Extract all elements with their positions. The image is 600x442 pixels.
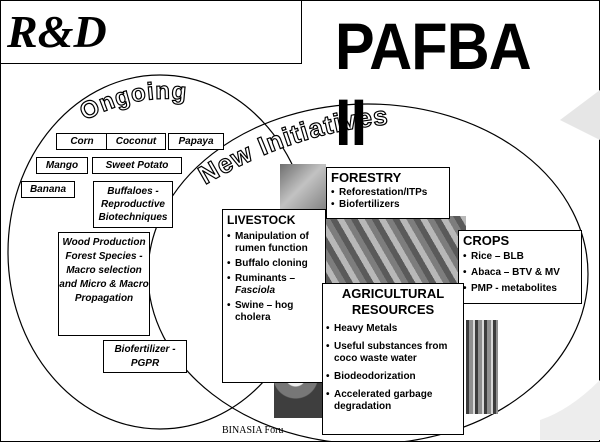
footer-text: BINASIA Foru: [222, 425, 284, 436]
livestock-title: LIVESTOCK: [227, 213, 296, 227]
agri-item: Biodeodorization: [326, 371, 460, 383]
ongoing-item-buffaloes: Buffaloes - Reproductive Biotechniques: [93, 181, 173, 228]
ongoing-item-papaya: Papaya: [168, 133, 224, 150]
forestry-item: Biofertilizers: [331, 199, 445, 211]
crops-title: CROPS: [463, 233, 510, 248]
agri-item: Accelerated garbage degradation: [326, 389, 460, 413]
crops-item: Abaca – BTV & MV: [463, 267, 577, 279]
ongoing-label: Ongoing: [76, 78, 189, 126]
livestock-item: Manipulation of rumen function: [227, 231, 321, 255]
ongoing-item-wood-production: Wood Production Forest Species - Macro s…: [58, 232, 150, 336]
livestock-box: LIVESTOCK Manipulation of rumen function…: [222, 209, 326, 383]
livestock-item: Swine – hog cholera: [227, 300, 321, 324]
ongoing-item-sweet-potato: Sweet Potato: [92, 157, 182, 174]
ongoing-item-biofertilizer: Biofertilizer - PGPR: [103, 340, 187, 373]
main-title: PAFBA II: [335, 9, 529, 159]
ongoing-item-corn: Corn: [56, 133, 108, 150]
agricultural-resources-box: AGRICULTURAL RESOURCES Heavy Metals Usef…: [322, 283, 464, 435]
agricultural-resources-title: AGRICULTURAL RESOURCES: [341, 286, 445, 317]
forest-photo: [466, 320, 498, 414]
ongoing-item-banana: Banana: [21, 181, 75, 198]
forestry-title: FORESTRY: [331, 170, 402, 185]
livestock-item-fasciola: Fasciola: [235, 285, 276, 296]
livestock-item-text: Ruminants –: [235, 273, 296, 284]
crops-item: PMP - metabolites: [463, 283, 577, 295]
livestock-photo: [326, 216, 466, 284]
ongoing-item-coconut: Coconut: [106, 133, 166, 150]
forestry-box: FORESTRY Reforestation/ITPs Biofertilize…: [326, 167, 450, 219]
ongoing-item-mango: Mango: [36, 157, 88, 174]
livestock-item: Ruminants – Fasciola: [227, 273, 321, 297]
livestock-item: Buffalo cloning: [227, 258, 321, 270]
rd-title: R&D: [7, 6, 107, 57]
crops-box: CROPS Rice – BLB Abaca – BTV & MV PMP - …: [458, 230, 582, 304]
crops-item: Rice – BLB: [463, 251, 577, 263]
background-decoration: [540, 90, 600, 440]
forestry-photo: [280, 164, 326, 216]
forestry-item: Reforestation/ITPs: [331, 187, 445, 199]
rd-box: R&D: [1, 1, 302, 64]
agri-item: Useful substances from coco waste water: [326, 341, 460, 365]
agri-item: Heavy Metals: [326, 323, 460, 335]
